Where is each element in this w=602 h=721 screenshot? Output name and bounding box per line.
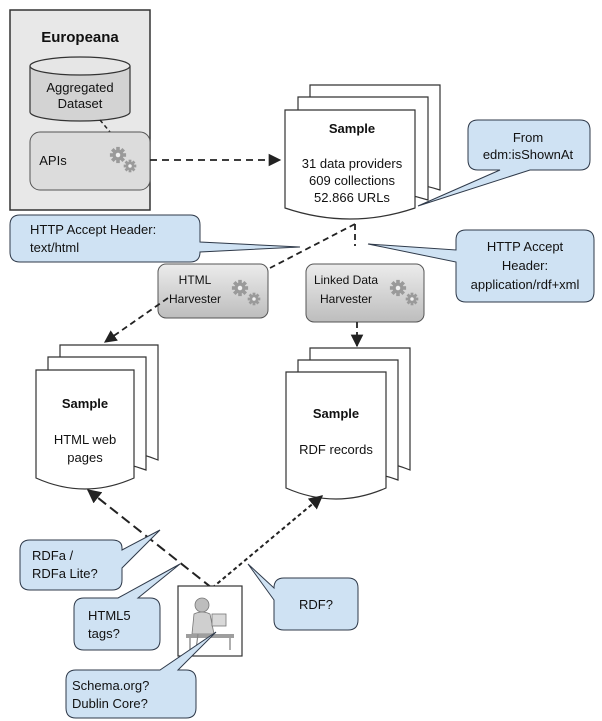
- callout-html5-line2: tags?: [88, 626, 120, 641]
- callout-accept-rdf: HTTP Accept Header: application/rdf+xml: [367, 229, 595, 303]
- person-to-rdf-sample-arrow: [211, 495, 324, 589]
- callout-rdfa-line1: RDFa /: [32, 548, 74, 563]
- apis-label: APIs: [39, 153, 67, 168]
- sample-top-title: Sample: [329, 121, 375, 136]
- callout-rdf-text: RDF?: [299, 597, 333, 612]
- apis-box: APIs: [29, 131, 151, 191]
- callout-rdfa-line2: RDFa Lite?: [32, 566, 98, 581]
- aggregated-dataset-cylinder: Aggregated Dataset: [29, 56, 131, 122]
- sample-html-line1: HTML web: [54, 432, 116, 447]
- sample-rdf-stack: Sample RDF records: [285, 347, 411, 500]
- callout-schema-line1: Schema.org?: [72, 678, 149, 693]
- callout-html5: HTML5 tags?: [73, 563, 181, 651]
- ld-harvester-line2: Harvester: [320, 292, 372, 306]
- dataset-label-line2: Dataset: [58, 96, 103, 111]
- ld-harvester-line1: Linked Data: [314, 273, 378, 287]
- callout-accept-html: HTTP Accept Header: text/html: [9, 214, 301, 263]
- dataset-label-line1: Aggregated: [46, 80, 113, 95]
- europeana-title: Europeana: [41, 29, 119, 46]
- callout-from-line1: From: [513, 130, 543, 145]
- callout-accept-html-line2: text/html: [30, 240, 79, 255]
- html-harvester-line2: Harvester: [169, 292, 221, 306]
- sample-top-line1: 31 data providers: [302, 156, 403, 171]
- callout-rdfa: RDFa / RDFa Lite?: [19, 529, 161, 591]
- callout-accept-rdf-line2: Header:: [502, 258, 548, 273]
- person-at-computer-icon: [177, 585, 243, 657]
- sample-rdf-title: Sample: [313, 406, 359, 421]
- callout-rdf: RDF?: [247, 563, 359, 631]
- html-harvester-to-sample-arrow: [103, 297, 169, 343]
- callout-accept-rdf-line3: application/rdf+xml: [471, 277, 580, 292]
- callout-accept-rdf-line1: HTTP Accept: [487, 239, 564, 254]
- html-harvester-line1: HTML: [179, 273, 212, 287]
- sample-html-line2: pages: [67, 450, 103, 465]
- callout-accept-html-line1: HTTP Accept Header:: [30, 222, 156, 237]
- sample-top-line2: 609 collections: [309, 173, 395, 188]
- sample-rdf-line1: RDF records: [299, 442, 373, 457]
- linked-data-harvester-box: Linked Data Harvester: [305, 263, 425, 323]
- dataset-to-apis-connector: [99, 119, 111, 133]
- callout-schema-line2: Dublin Core?: [72, 696, 148, 711]
- html-harvester-box: HTML Harvester: [157, 263, 269, 319]
- sample-html-stack: Sample HTML web pages: [35, 344, 159, 490]
- callout-from-isshownat: From edm:isShownAt: [417, 119, 591, 207]
- sample-top-line3: 52.866 URLs: [314, 190, 390, 205]
- callout-from-line2: edm:isShownAt: [483, 147, 574, 162]
- callout-html5-line1: HTML5: [88, 608, 131, 623]
- callout-schema: Schema.org? Dublin Core?: [65, 631, 217, 719]
- sample-top-to-html-harvester-connector: [269, 223, 356, 269]
- sample-html-title: Sample: [62, 396, 108, 411]
- sample-top-stack: Sample 31 data providers 609 collections…: [284, 84, 441, 220]
